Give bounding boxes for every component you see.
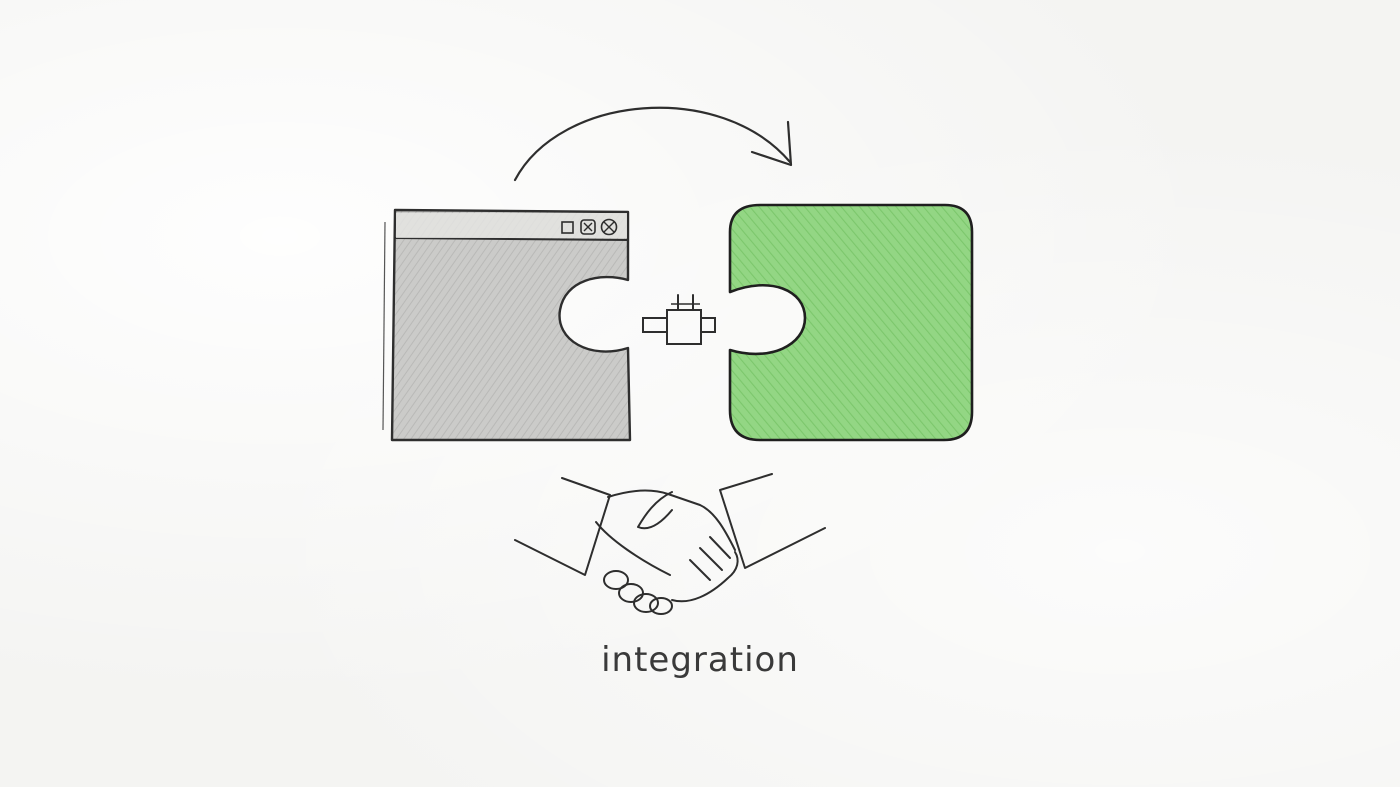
- browser-window-icon: [382, 208, 632, 442]
- plug-connector-icon: [642, 294, 716, 345]
- caption-text: integration: [601, 640, 799, 680]
- puzzle-piece-icon: [728, 203, 974, 442]
- arrow-icon: [513, 106, 793, 182]
- handshake-icon: [514, 473, 826, 615]
